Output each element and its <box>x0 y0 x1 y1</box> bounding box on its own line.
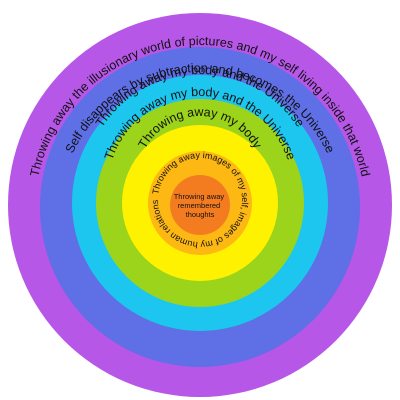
center-line-2: remembered <box>178 201 221 210</box>
center-label: Throwing away remembered thoughts <box>174 192 227 219</box>
center-line-1: Throwing away <box>174 192 225 201</box>
ring-center-orange <box>170 175 230 235</box>
center-line-3: thoughts <box>186 210 215 219</box>
